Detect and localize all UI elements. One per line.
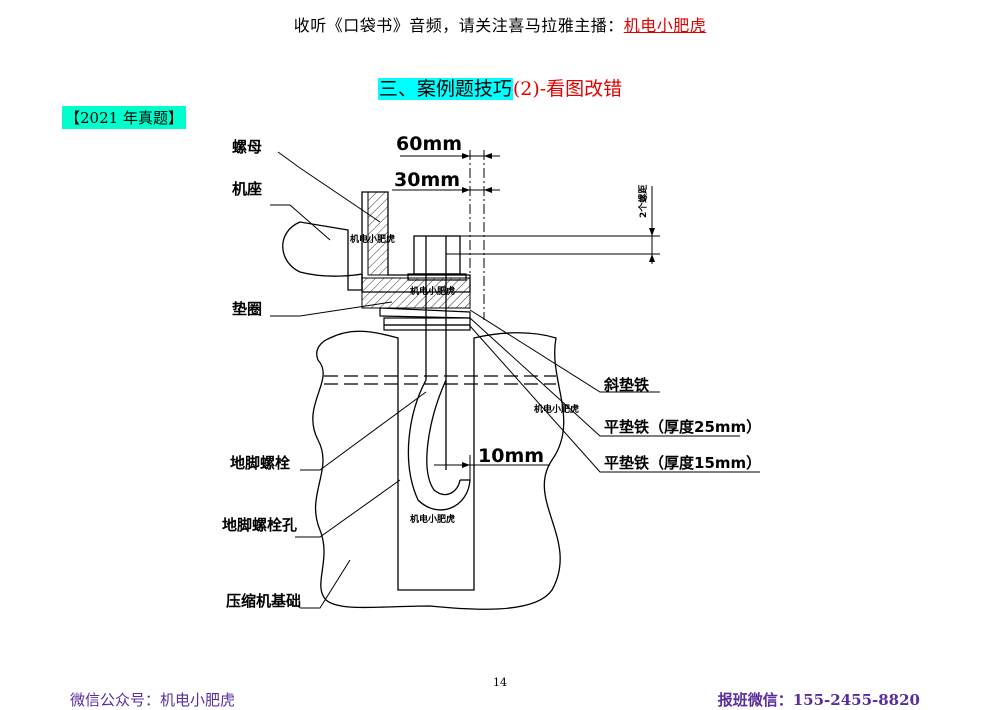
machine-base xyxy=(282,221,363,291)
leader-anchor-bolt xyxy=(300,391,427,471)
label-taper-shim: 斜垫铁 xyxy=(603,376,649,394)
section-title-main: 三、案例题技巧 xyxy=(377,78,513,100)
footer-wechat-account: 微信公众号：机电小肥虎 xyxy=(70,691,236,709)
taper-shim-shape xyxy=(379,307,471,319)
label-flat-shim-15: 平垫铁（厚度15mm） xyxy=(604,454,761,472)
dim-arrow-30-right xyxy=(484,187,492,193)
section-title: 三、案例题技巧(2)-看图改错 xyxy=(0,74,1000,101)
leader-flat-shim-15 xyxy=(469,325,760,473)
foundation-outline xyxy=(312,330,565,610)
section-title-suffix: (2)-看图改错 xyxy=(512,78,623,100)
base-flange-hatch xyxy=(361,277,471,309)
top-banner: 收听《口袋书》音频，请关注喜马拉雅主播：机电小肥虎 xyxy=(0,12,1000,36)
dim-arrow-30-left xyxy=(462,187,470,193)
watermark-3: 机电小肥虎 xyxy=(534,403,579,415)
year-tag: 【2021 年真题】 xyxy=(62,106,186,129)
footer-enroll-wechat: 报班微信：155-2455-8820 xyxy=(717,691,920,709)
thread-arrow-bottom xyxy=(649,254,655,262)
leader-washer xyxy=(270,301,393,317)
label-washer: 垫圈 xyxy=(232,300,262,318)
thread-arrow-top xyxy=(649,228,655,236)
page-number: 14 xyxy=(493,676,507,689)
base-section-hatch xyxy=(367,191,389,276)
bolt-hook-inner xyxy=(426,379,461,496)
watermark-2: 机电小肥虎 xyxy=(410,285,455,297)
dim-arrow-10 xyxy=(462,462,470,468)
banner-anchor-name[interactable]: 机电小肥虎 xyxy=(623,16,707,35)
dim-text-10: 10mm xyxy=(478,445,544,467)
label-anchor-bolt: 地脚螺栓 xyxy=(230,454,290,472)
dim-text-30: 30mm xyxy=(394,169,460,191)
label-compressor-foundation: 压缩机基础 xyxy=(226,592,301,610)
bolt-hook-outer xyxy=(407,379,471,511)
label-anchor-bolt-hole: 地脚螺栓孔 xyxy=(222,516,297,534)
dim-arrow-60-right xyxy=(484,153,492,159)
leader-taper-shim xyxy=(469,309,660,393)
flat-shim-25-shape xyxy=(383,317,471,326)
washer-shape xyxy=(407,273,467,281)
dim-text-60: 60mm xyxy=(396,133,462,155)
leader-nut xyxy=(277,151,381,223)
dim-arrow-60-left xyxy=(462,153,470,159)
flat-shim-15-shape xyxy=(383,324,471,331)
leader-flat-shim-25 xyxy=(469,317,740,437)
label-flat-shim-25: 平垫铁（厚度25mm） xyxy=(604,418,761,436)
nut-shape xyxy=(413,235,461,275)
leader-anchor-hole xyxy=(295,479,401,538)
label-base: 机座 xyxy=(232,180,262,198)
label-nut: 螺母 xyxy=(232,138,262,156)
dim-text-thread-pitch: 2个螺距 xyxy=(637,185,649,218)
watermark-4: 机电小肥虎 xyxy=(410,513,455,525)
watermark-1: 机电小肥虎 xyxy=(350,233,395,245)
leader-foundation xyxy=(300,559,351,609)
banner-text: 收听《口袋书》音频，请关注喜马拉雅主播： xyxy=(293,16,624,35)
leader-base xyxy=(270,204,331,241)
